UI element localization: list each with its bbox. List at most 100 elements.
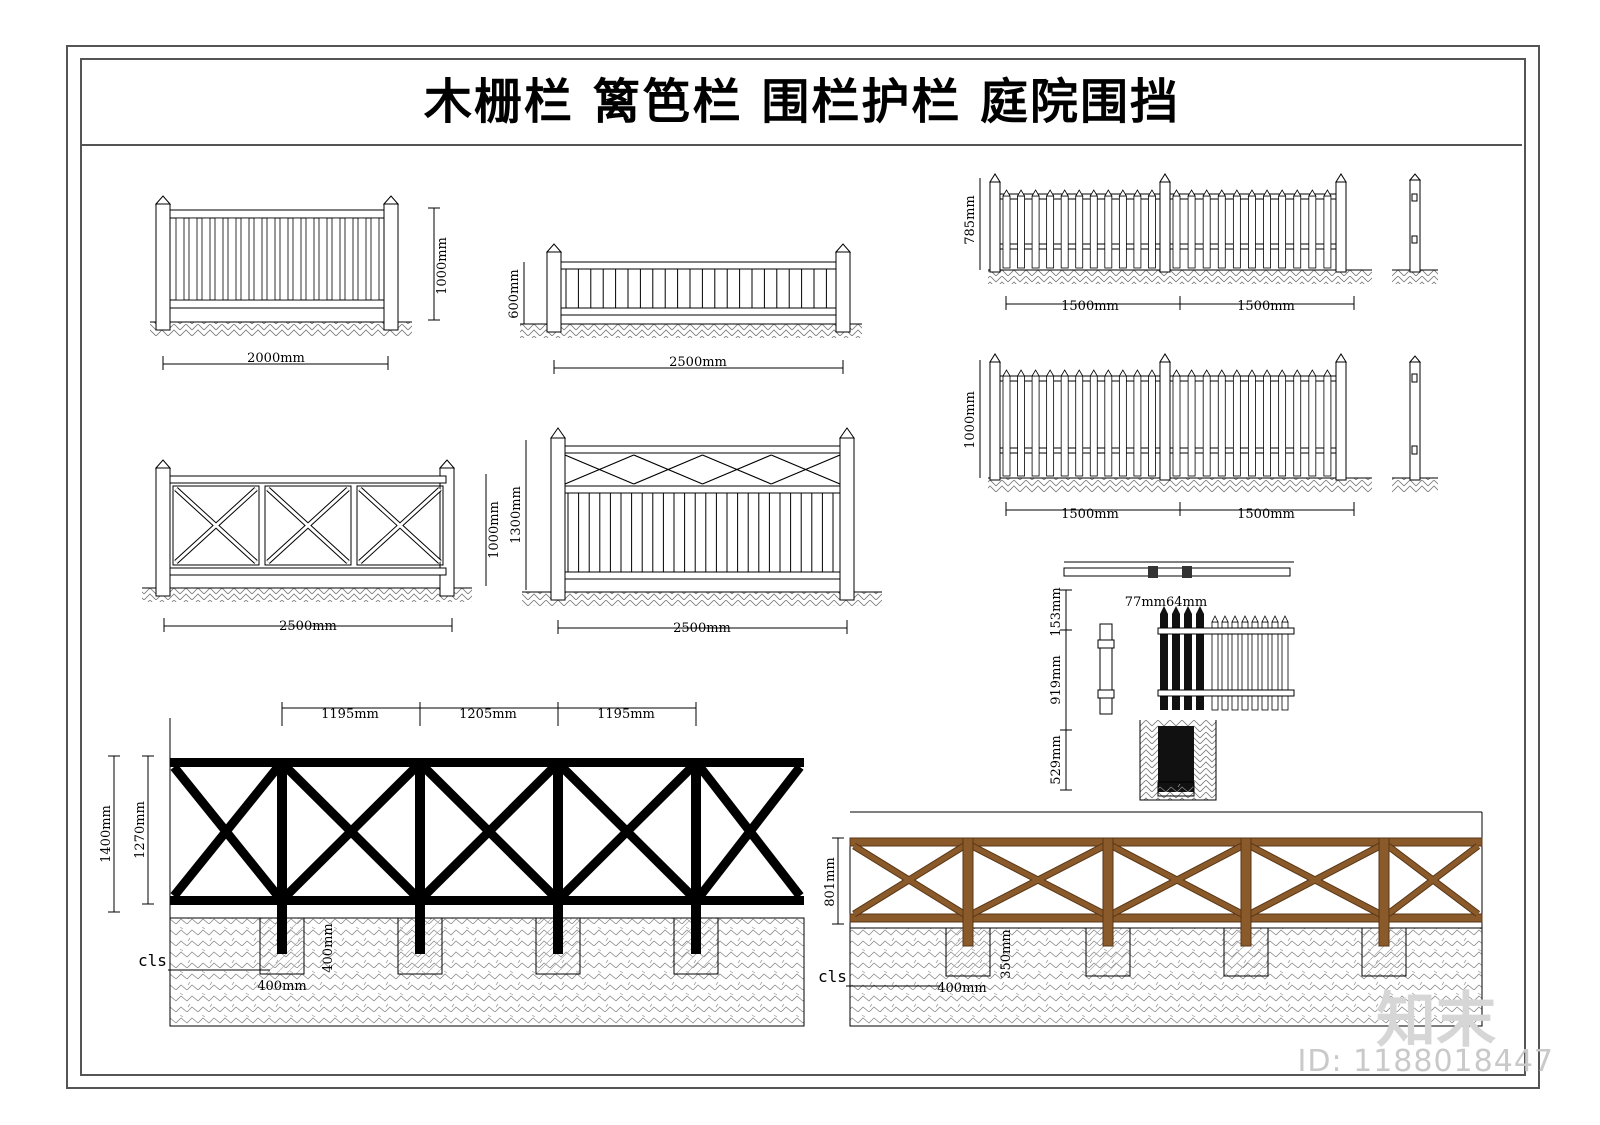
picket [1031,375,1040,477]
picket [1118,195,1127,269]
detail-rail [1157,689,1295,697]
detail-dimension: 919mm [1049,655,1064,704]
x-brace-fill [174,487,258,564]
ground-hatch [150,322,412,336]
detail-picket [1231,621,1239,711]
picket [1293,195,1302,269]
cross-brace [170,764,282,899]
fence-slat [357,217,367,301]
wood-post [1102,837,1114,947]
detail-dimension: 77mm64mm [1125,595,1207,610]
detail-dimension: 153mm [1049,587,1064,636]
detail-picket [1196,614,1204,710]
picket-tip [1016,189,1026,197]
picket [1075,195,1084,269]
picket [1232,195,1241,269]
picket-tip [1060,369,1069,377]
picket [1308,375,1317,477]
fence-post [155,203,171,331]
picket-detail-section: 153mm 919mm 529mm 77mm64mm [1049,561,1295,801]
picket-post [1335,361,1347,481]
fence-4-elevation: 1300mm 2500mm [509,427,882,636]
picket [1017,375,1025,477]
picket [1089,195,1098,269]
picket-tip [1002,189,1011,197]
fence-1-elevation: 1000mm 2000mm [150,195,450,370]
x-panel-frame [264,485,352,566]
width-dimension: 2500mm [669,355,727,370]
fence-slat [279,217,289,301]
picket-tip [1232,369,1242,377]
detail-picket [1184,614,1192,710]
post-cap [1335,173,1347,183]
fence-slat [292,217,302,301]
wood-cross-brace [970,843,1106,917]
picket [1104,195,1113,269]
fence-slat [266,217,276,301]
detail-picket [1271,621,1279,711]
picket-tip [1045,369,1055,377]
picket-tip [1133,369,1142,377]
detail-picket-tip [1221,615,1229,623]
picket-tip [1104,369,1113,377]
detail-picket [1241,621,1249,711]
detail-picket-tip [1160,606,1168,614]
picket [1187,375,1196,477]
fence-slat [175,217,185,301]
picket [1293,375,1302,477]
fence-3-elevation: 1000mm 2500mm [142,459,502,634]
fence-slat [370,217,380,301]
detail-picket-tip [1231,615,1239,623]
wood-cross-brace [1110,843,1244,917]
height-dimension: 1300mm [509,486,524,544]
detail-picket [1281,621,1289,711]
picket-tip [1217,189,1226,197]
picket-post [989,361,1001,481]
picket-tip [1118,189,1128,197]
picket-fence-2-elevation: 1000mm 1500mm 1500mm [963,353,1438,522]
picket [1278,195,1287,269]
picket-tip [1187,189,1196,197]
wood-post [962,837,974,947]
picket [1075,375,1084,477]
post-cap [1159,173,1171,183]
picket-tip [1217,369,1226,377]
picket [1017,195,1025,269]
span-dimension: 1205mm [459,707,517,722]
picket [1248,195,1256,269]
picket [1187,195,1196,269]
fence-post [546,251,562,333]
fence-slat [240,217,250,301]
picket [1002,195,1011,269]
x-brace-fill [358,487,442,564]
picket [1046,375,1055,477]
lattice-brace [771,454,841,485]
width-dimension: 1500mm [1237,299,1295,314]
post-cap [1335,353,1347,363]
picket-post [1159,361,1171,481]
detail-picket-tip [1261,615,1269,623]
detail-picket-tip [1241,615,1249,623]
x-brace-fill [266,487,350,564]
picket [1202,375,1211,477]
fence-post [277,758,287,954]
width-dimension: 1500mm [1237,507,1295,522]
fence-slat [214,217,224,301]
width-dimension: 1500mm [1061,299,1119,314]
fence-slat [318,217,328,301]
picket-tip [1277,369,1287,377]
height-dimension: 600mm [507,269,522,318]
wood-top-rail [849,837,1483,847]
detail-picket-tip [1251,615,1259,623]
fence-slats [175,217,380,301]
footing-dimension: 400mm [321,923,336,972]
fence-slat [188,217,198,301]
picket-tip [1293,369,1302,377]
wood-cross-brace [852,843,966,917]
detail-picket [1160,614,1168,710]
width-dimension: 2500mm [673,621,731,636]
cross-fence-black-elevation: 1195mm 1205mm 1195mm 1400mm 1270mm cls 4… [99,702,805,1027]
fence-post [383,203,399,331]
watermark-id: ID: 1188018447 [1297,1044,1554,1079]
